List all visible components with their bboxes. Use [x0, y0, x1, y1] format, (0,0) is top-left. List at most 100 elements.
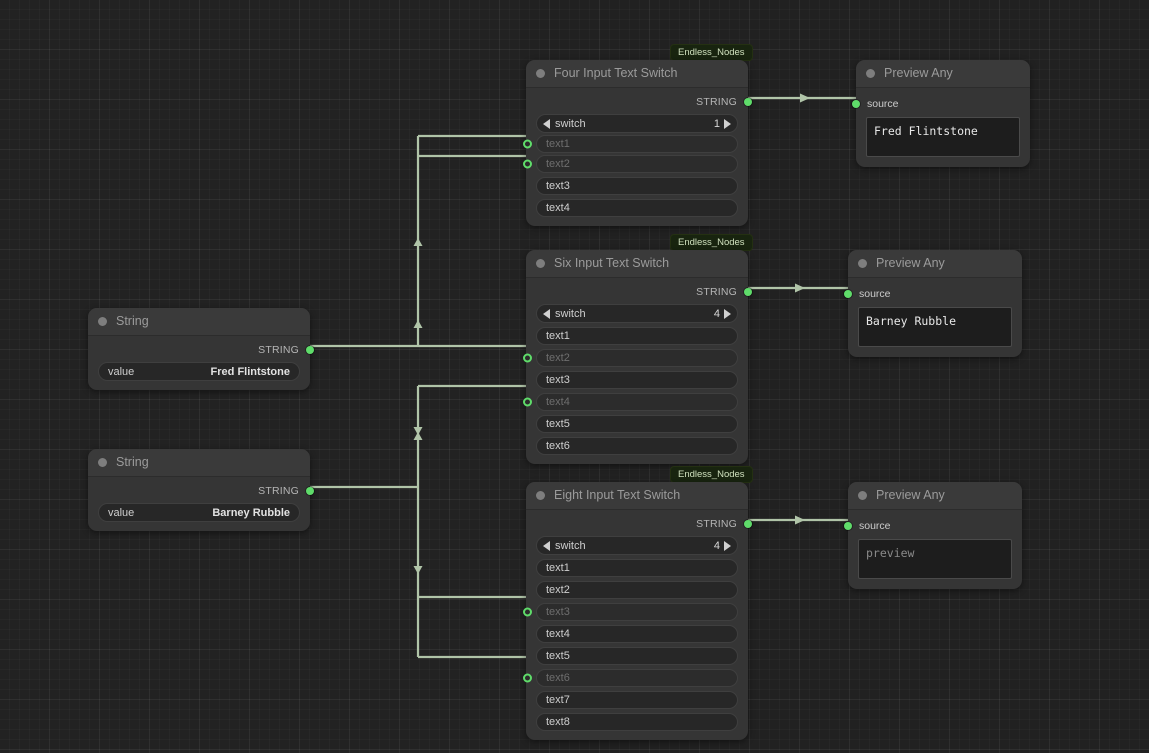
input-slot-text4[interactable]: text4 [536, 199, 738, 217]
collapse-dot-icon[interactable] [858, 491, 867, 500]
collapse-dot-icon[interactable] [536, 491, 545, 500]
node-title-label: Preview Any [876, 488, 945, 502]
node-title-bar[interactable]: String [88, 308, 310, 336]
widget-switch[interactable]: switch 4 [536, 304, 738, 323]
node-title-label: Eight Input Text Switch [554, 488, 681, 502]
input-slot-label: text2 [546, 158, 570, 170]
node-body: STRING value Fred Flintstone [88, 336, 314, 390]
input-slot-text1[interactable]: text1 [523, 135, 738, 153]
node-preview-any-bottom[interactable]: Preview Any source preview [844, 482, 1022, 589]
input-slot-source[interactable]: source [852, 94, 1020, 113]
widget-value[interactable]: value Barney Rubble [98, 503, 300, 522]
output-slot-string[interactable]: STRING [536, 514, 752, 534]
node-title-bar[interactable]: Preview Any [856, 60, 1030, 88]
input-slot-text1[interactable]: text1 [536, 559, 738, 577]
input-slot-text7[interactable]: text7 [536, 691, 738, 709]
input-slot-dot-icon[interactable] [523, 159, 532, 169]
input-slot-label: source [859, 519, 891, 532]
arrow-right-icon[interactable] [724, 308, 731, 319]
input-slot-text2[interactable]: text2 [523, 349, 738, 367]
input-slot-source[interactable]: source [844, 284, 1012, 303]
output-slot-string[interactable]: STRING [98, 340, 314, 360]
output-slot-dot-icon[interactable] [744, 98, 752, 106]
node-body: STRING switch 4 text1 text2 text3 text4 [523, 510, 752, 740]
input-slot-label: text6 [546, 440, 570, 452]
output-slot-dot-icon[interactable] [306, 346, 314, 354]
node-string-top[interactable]: String STRING value Fred Flintstone [88, 308, 314, 390]
node-title-bar[interactable]: Preview Any [848, 250, 1022, 278]
input-slot-text4[interactable]: text4 [536, 625, 738, 643]
output-slot-dot-icon[interactable] [306, 487, 314, 495]
input-slot-dot-icon[interactable] [844, 521, 852, 530]
node-title-label: Preview Any [884, 66, 953, 80]
input-slot-label: text4 [546, 202, 570, 214]
node-preview-any-middle[interactable]: Preview Any source Barney Rubble [844, 250, 1022, 357]
output-slot-string[interactable]: STRING [536, 282, 752, 302]
input-slot-source[interactable]: source [844, 516, 1012, 535]
node-title-bar[interactable]: Four Input Text Switch [526, 60, 748, 88]
input-slot-dot-icon[interactable] [523, 673, 532, 683]
input-slot-dot-icon[interactable] [523, 607, 532, 617]
input-slot-text2[interactable]: text2 [536, 581, 738, 599]
input-slot-text2[interactable]: text2 [523, 155, 738, 173]
node-string-bottom[interactable]: String STRING value Barney Rubble [88, 449, 314, 531]
arrow-left-icon[interactable] [543, 308, 550, 319]
input-slot-text5[interactable]: text5 [536, 647, 738, 665]
node-title-bar[interactable]: Eight Input Text Switch [526, 482, 748, 510]
node-six-input-text-switch[interactable]: Six Input Text Switch STRING switch 4 te… [523, 250, 752, 464]
node-body: STRING value Barney Rubble [88, 477, 314, 531]
input-slot-label: text4 [546, 628, 570, 640]
node-title-bar[interactable]: String [88, 449, 310, 477]
widget-switch[interactable]: switch 4 [536, 536, 738, 555]
input-slot-dot-icon[interactable] [523, 139, 532, 149]
output-slot-dot-icon[interactable] [744, 520, 752, 528]
collapse-dot-icon[interactable] [858, 259, 867, 268]
collapse-dot-icon[interactable] [98, 317, 107, 326]
input-slot-label: text1 [546, 138, 570, 150]
node-eight-input-text-switch[interactable]: Eight Input Text Switch STRING switch 4 … [523, 482, 752, 740]
node-badge-endless-nodes: Endless_Nodes [670, 44, 753, 61]
widget-value[interactable]: value Fred Flintstone [98, 362, 300, 381]
output-slot-dot-icon[interactable] [744, 288, 752, 296]
input-slot-dot-icon[interactable] [523, 353, 532, 363]
input-slot-text1[interactable]: text1 [536, 327, 738, 345]
node-title-bar[interactable]: Six Input Text Switch [526, 250, 748, 278]
input-slot-label: text6 [546, 672, 570, 684]
input-slot-text3[interactable]: text3 [523, 603, 738, 621]
widget-switch-value: 1 [713, 117, 720, 130]
preview-text-output: Fred Flintstone [866, 117, 1020, 157]
input-slot-text4[interactable]: text4 [523, 393, 738, 411]
node-preview-any-top[interactable]: Preview Any source Fred Flintstone [852, 60, 1030, 167]
output-slot-string[interactable]: STRING [98, 481, 314, 501]
input-slot-label: text5 [546, 650, 570, 662]
widget-switch-label: switch [555, 117, 586, 130]
output-slot-label: STRING [258, 485, 299, 497]
input-slot-label: text8 [546, 716, 570, 728]
node-title-bar[interactable]: Preview Any [848, 482, 1022, 510]
arrow-left-icon[interactable] [543, 540, 550, 551]
input-slot-text5[interactable]: text5 [536, 415, 738, 433]
collapse-dot-icon[interactable] [536, 69, 545, 78]
input-slot-text3[interactable]: text3 [536, 177, 738, 195]
input-slot-text6[interactable]: text6 [523, 669, 738, 687]
arrow-right-icon[interactable] [724, 118, 731, 129]
input-slot-dot-icon[interactable] [844, 289, 852, 298]
collapse-dot-icon[interactable] [98, 458, 107, 467]
arrow-right-icon[interactable] [724, 540, 731, 551]
input-slot-text8[interactable]: text8 [536, 713, 738, 731]
input-slot-label: source [867, 97, 899, 110]
input-slot-text6[interactable]: text6 [536, 437, 738, 455]
widget-switch[interactable]: switch 1 [536, 114, 738, 133]
collapse-dot-icon[interactable] [536, 259, 545, 268]
arrow-left-icon[interactable] [543, 118, 550, 129]
input-slot-dot-icon[interactable] [523, 397, 532, 407]
input-slot-label: text5 [546, 418, 570, 430]
input-slot-dot-icon[interactable] [852, 99, 860, 108]
output-slot-string[interactable]: STRING [536, 92, 752, 112]
collapse-dot-icon[interactable] [866, 69, 875, 78]
node-badge-endless-nodes: Endless_Nodes [670, 234, 753, 251]
node-body: source preview [844, 510, 1022, 589]
node-four-input-text-switch[interactable]: Four Input Text Switch STRING switch 1 t… [523, 60, 752, 226]
input-slot-text3[interactable]: text3 [536, 371, 738, 389]
